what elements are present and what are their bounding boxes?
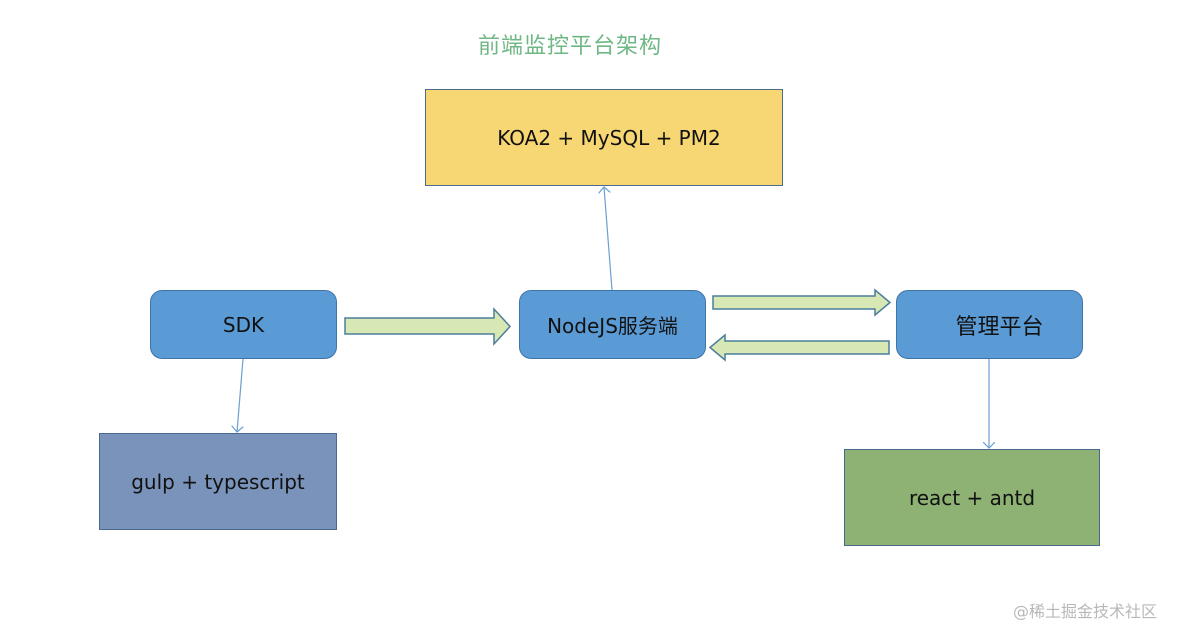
- diagram-title: 前端监控平台架构: [478, 34, 663, 59]
- watermark: @稀土掘金技术社区: [1013, 602, 1158, 621]
- sdk-label: SDK: [222, 312, 265, 337]
- backend-stack-label: KOA2 + MySQL + PM2: [497, 125, 721, 150]
- node-server-node: NodeJS服务端: [519, 290, 706, 359]
- backend-stack-box: KOA2 + MySQL + PM2: [425, 89, 783, 186]
- sdk-stack-label: gulp + typescript: [131, 469, 305, 494]
- admin-stack-box: react + antd: [844, 449, 1100, 546]
- arrow-admin-to-node: [708, 333, 890, 362]
- sdk-node: SDK: [150, 290, 337, 359]
- node-server-label: NodeJS服务端: [547, 314, 678, 338]
- admin-platform-node: 管理平台: [896, 290, 1083, 359]
- admin-platform-label: 管理平台: [955, 314, 1044, 340]
- arrow-node-to-admin: [712, 288, 892, 317]
- arrow-sdk-to-node: [344, 307, 512, 346]
- sdk-stack-box: gulp + typescript: [99, 433, 337, 530]
- arrow-sdk-to-gulp: [237, 358, 244, 432]
- arrow-node-to-backend: [604, 187, 613, 291]
- admin-stack-label: react + antd: [908, 485, 1036, 510]
